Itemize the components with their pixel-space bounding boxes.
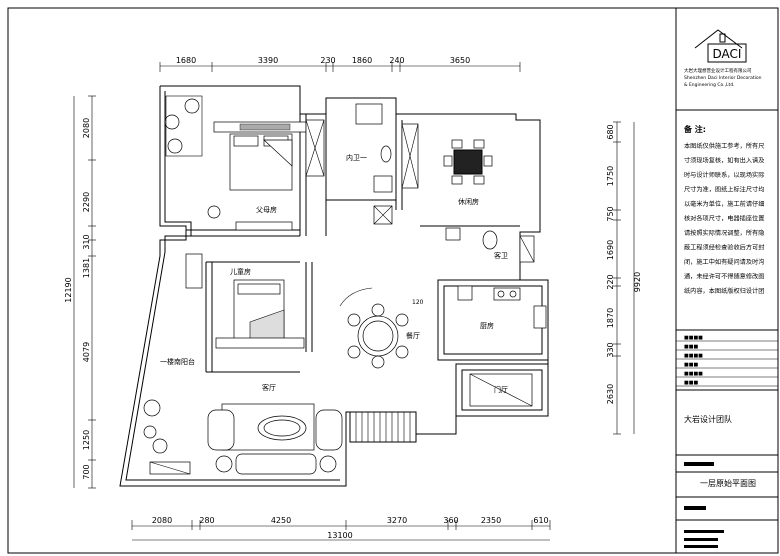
dimension-label: 1870 <box>606 308 615 328</box>
dimension-label: 700 <box>82 464 91 479</box>
dimension-label: 230 <box>320 56 335 65</box>
info-row: ■■■ <box>684 344 698 350</box>
note-line: 以毫米为单位，施工前请仔细 <box>684 200 764 208</box>
double-bed-parents <box>213 121 307 191</box>
block-bar-2 <box>684 506 706 510</box>
logo-text: DACI <box>713 47 742 61</box>
room-label-guest-bath: 客卫 <box>494 251 508 260</box>
stool-circle <box>207 205 221 219</box>
dimension-label: 3390 <box>258 56 278 65</box>
title-block: DACI 大岩大理想营业设计工程有限公司 Shenzhen Daci Inter… <box>676 29 778 548</box>
furniture <box>143 95 547 475</box>
note-line: 通，未经许可不得随意修改图 <box>684 273 764 281</box>
dimension-label: 610 <box>533 516 548 525</box>
dimension-label: 2080 <box>152 516 172 525</box>
drawing-title: 一层原始平面图 <box>700 478 756 488</box>
dimension-label: 4079 <box>82 342 91 362</box>
room-label-entry: 门厅 <box>494 385 508 394</box>
note-line: 请按照实际情况调整，所有隐 <box>684 229 764 237</box>
note-line: 本图纸仅供施工参考，所有尺 <box>684 142 764 150</box>
dimension-total-bottom: 13100 <box>327 531 352 540</box>
drawing-frame <box>7 7 779 554</box>
notes-heading: 备 注: <box>683 124 706 134</box>
dimension-label: 3270 <box>387 516 407 525</box>
square-table-chairs <box>443 139 493 185</box>
room-label-parents: 父母房 <box>256 205 277 214</box>
info-row: ■■■ <box>684 362 698 368</box>
note-line: 寸须现场复核，如有出入请及 <box>684 157 764 165</box>
note-line: 时与设计师联系，以现场实际 <box>684 171 764 179</box>
dimension-label: 240 <box>389 56 404 65</box>
step-dimension: 120 <box>412 299 424 306</box>
note-line: 核对各项尺寸，电器插座位置 <box>684 215 764 223</box>
company-name-en: Shenzhen Daci Interior Decoration <box>684 75 762 81</box>
staircase <box>349 411 417 443</box>
note-line: 纸内容，本图纸版权归设计团 <box>684 287 764 295</box>
room-label-living: 客厅 <box>262 383 276 392</box>
company-name-en-2: & Engineering Co.,Ltd. <box>684 82 735 88</box>
info-row: ■■■■ <box>684 353 703 359</box>
toilet <box>380 145 392 163</box>
dimension-labels: 1680 3390 230 1860 240 3650 2080 280 4250 3270 360… <box>64 56 642 540</box>
info-row: ■■■■ <box>684 371 703 377</box>
room-label-guest: 休闲房 <box>458 197 479 206</box>
info-rows: ■■■■■■■■■■■■■■■■■■■■■ <box>676 335 778 387</box>
room-label-kitchen: 厨房 <box>480 321 494 330</box>
note-line: 闭，施工中如有疑问请及时沟 <box>684 258 764 266</box>
info-row: ■■■ <box>684 380 698 386</box>
dimension-label: 2630 <box>606 384 615 404</box>
dimension-label: 2080 <box>82 118 91 138</box>
room-label-dining: 餐厅 <box>406 331 420 340</box>
dimension-label: 360 <box>443 516 458 525</box>
note-line: 蔽工程须经检查验收后方可封 <box>684 244 764 252</box>
dimension-total-left: 12190 <box>64 277 73 302</box>
dimension-label: 1250 <box>82 430 91 450</box>
dimension-label: 1750 <box>606 166 615 186</box>
dimension-label: 330 <box>606 342 615 357</box>
dimension-label: 750 <box>606 206 615 221</box>
dimension-label: 220 <box>606 274 615 289</box>
dimension-total-right: 9920 <box>633 272 642 292</box>
dimension-label: 1860 <box>352 56 372 65</box>
dimension-label: 680 <box>606 124 615 139</box>
room-label-kids: 儿童房 <box>230 267 251 276</box>
room-label-bath1: 内卫一 <box>346 153 367 162</box>
dimension-lines <box>73 65 635 541</box>
dimension-label: 310 <box>82 234 91 249</box>
daci-logo: DACI <box>694 29 747 63</box>
dimension-label: 1381 <box>82 258 91 278</box>
dimension-label: 2290 <box>82 192 91 212</box>
dimension-label: 1690 <box>606 240 615 260</box>
bath-vanity <box>355 103 383 125</box>
round-dining-table <box>347 303 409 369</box>
single-bed-kids <box>215 279 305 349</box>
design-team-label: 大岩设计团队 <box>684 414 732 424</box>
living-sofa-set <box>207 403 343 475</box>
dimension-label: 3650 <box>450 56 470 65</box>
note-line: 尺寸为准，图纸上标注尺寸均 <box>684 186 764 194</box>
chair-circle <box>164 114 180 130</box>
dimension-label: 280 <box>199 516 214 525</box>
room-label-balcony: 一楼南阳台 <box>160 357 195 366</box>
block-bar <box>684 462 714 466</box>
room-labels: 父母房 内卫一 休闲房 客卫 儿童房 餐厅 厨房 一楼南阳台 客厅 门厅 120 <box>160 153 508 394</box>
dimension-label: 4250 <box>271 516 291 525</box>
notes-block: 本图纸仅供施工参考，所有尺寸须现场复核，如有出入请及时与设计师联系，以现场实际尺… <box>684 142 764 295</box>
dimension-label: 2350 <box>481 516 501 525</box>
info-row: ■■■■ <box>684 335 703 341</box>
dimension-label: 1680 <box>176 56 196 65</box>
company-name-cn: 大岩大理想营业设计工程有限公司 <box>684 67 752 74</box>
